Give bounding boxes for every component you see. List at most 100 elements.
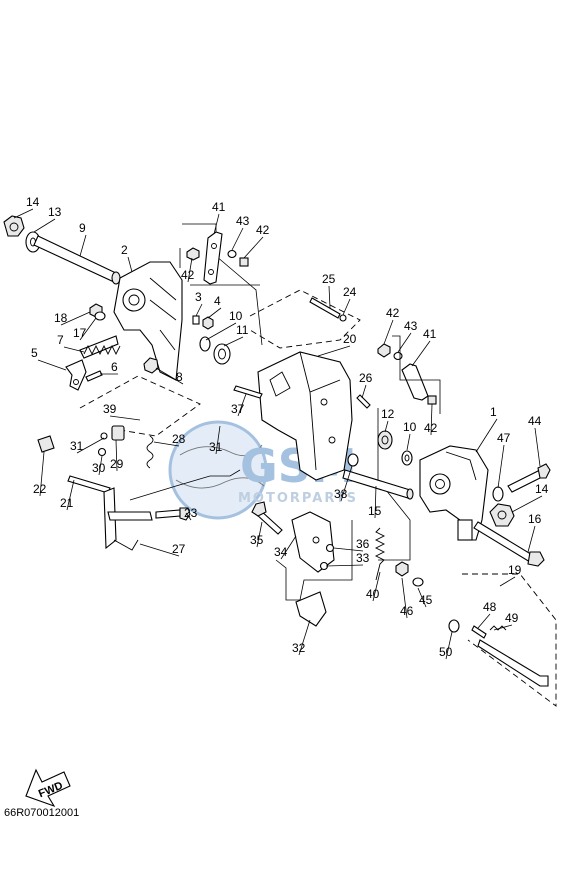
part-38-washer [347, 453, 359, 467]
callout-leader-line [406, 433, 411, 451]
callout-37: 37 [231, 402, 245, 416]
callout-leader-line [411, 340, 431, 367]
callout-leader-line [417, 587, 427, 608]
part-30-screw [97, 447, 107, 457]
callout-leader-line [397, 332, 412, 353]
callout-23: 23 [184, 506, 198, 520]
callout-5: 5 [31, 346, 38, 360]
part-25-pin [309, 297, 341, 319]
callout-14: 14 [26, 195, 40, 209]
callout-leader-line [207, 307, 222, 319]
callout-leader-line [153, 441, 180, 447]
callout-leader-line [37, 359, 67, 371]
callout-leader-line [39, 451, 45, 497]
part-1-bracket [419, 445, 489, 541]
part-41-plate-left [203, 231, 223, 285]
callout-30: 30 [92, 461, 106, 475]
callout-leader-line [342, 298, 351, 316]
part-42-bolt-a [186, 247, 200, 261]
part-42-bolt-d [427, 395, 437, 405]
callout-46: 46 [400, 604, 414, 618]
callout-leader-line [527, 525, 536, 553]
callout-leader-line [115, 439, 118, 472]
callout-26: 26 [359, 371, 373, 385]
callout-24: 24 [343, 285, 357, 299]
callout-2: 2 [121, 243, 128, 257]
callout-44: 44 [528, 414, 542, 428]
callout-leader-line [79, 317, 97, 341]
part-48-pin [471, 625, 487, 639]
callout-39: 39 [103, 402, 117, 416]
part-42-bolt-b [239, 257, 249, 267]
part-43-washer-a [227, 249, 237, 259]
callout-leader-line [237, 393, 247, 417]
callout-48: 48 [483, 600, 497, 614]
callout-32: 32 [292, 641, 306, 655]
callout-28: 28 [172, 432, 186, 446]
part-7-spring [79, 335, 121, 359]
callout-31: 31 [70, 439, 84, 453]
part-29-holder [111, 425, 125, 441]
callout-leader-line [499, 576, 516, 587]
part-12-bushing [377, 430, 393, 450]
callout-leader-line [477, 613, 491, 629]
callout-42: 42 [181, 268, 195, 282]
part-10-washer-right [401, 450, 413, 466]
callout-31: 31 [209, 440, 223, 454]
callout-47: 47 [497, 431, 511, 445]
part-11-bushing [213, 343, 231, 365]
callout-16: 16 [528, 512, 542, 526]
callout-21: 21 [60, 496, 74, 510]
callout-leader-line [213, 213, 220, 235]
callout-leader-line [430, 403, 433, 436]
callout-27: 27 [172, 542, 186, 556]
part-50-plug [448, 619, 460, 633]
part-42-bolt-c [377, 343, 391, 358]
callout-9: 9 [79, 221, 86, 235]
callout-10: 10 [229, 309, 243, 323]
callout-10: 10 [403, 420, 417, 434]
callout-leader-line [497, 444, 505, 489]
callout-19: 19 [508, 563, 522, 577]
callout-leader-line [187, 257, 193, 283]
part-2-bracket [113, 261, 183, 381]
callout-4: 4 [214, 294, 221, 308]
callout-3: 3 [195, 290, 202, 304]
part-5-lever [65, 359, 87, 391]
callout-leader-line [280, 535, 297, 560]
callout-leader-line [383, 319, 394, 345]
callout-leader-line [256, 521, 263, 548]
part-14-nut-left [3, 215, 25, 237]
callout-42: 42 [256, 223, 270, 237]
part-24-clip [339, 314, 347, 322]
callout-29: 29 [110, 457, 124, 471]
callout-leader-line [185, 512, 192, 521]
part-31-clip-left [100, 432, 108, 440]
callout-leader-line [243, 236, 264, 259]
callout-12: 12 [381, 407, 395, 421]
callout-leader-line [109, 415, 141, 421]
callout-40: 40 [366, 587, 380, 601]
callout-43: 43 [404, 319, 418, 333]
callout-leader-line [372, 571, 381, 602]
part-17-washer [94, 311, 106, 321]
callout-36: 36 [356, 537, 370, 551]
callout-1: 1 [490, 405, 497, 419]
callout-leader-line [223, 336, 244, 347]
callout-leader-line [328, 285, 331, 309]
callout-17: 17 [73, 326, 87, 340]
part-10-washer-left [199, 336, 211, 352]
callout-leader-line [511, 495, 543, 513]
callout-42: 42 [386, 306, 400, 320]
part-19-rod [477, 639, 549, 687]
callout-25: 25 [322, 272, 336, 286]
part-47-washer [492, 486, 504, 502]
callout-41: 41 [212, 200, 226, 214]
callout-leader-line [205, 322, 237, 341]
callout-leader-line [361, 384, 367, 399]
callout-leader-line [98, 455, 103, 476]
callout-leader-line [79, 234, 87, 257]
part-3-pin [192, 315, 200, 325]
